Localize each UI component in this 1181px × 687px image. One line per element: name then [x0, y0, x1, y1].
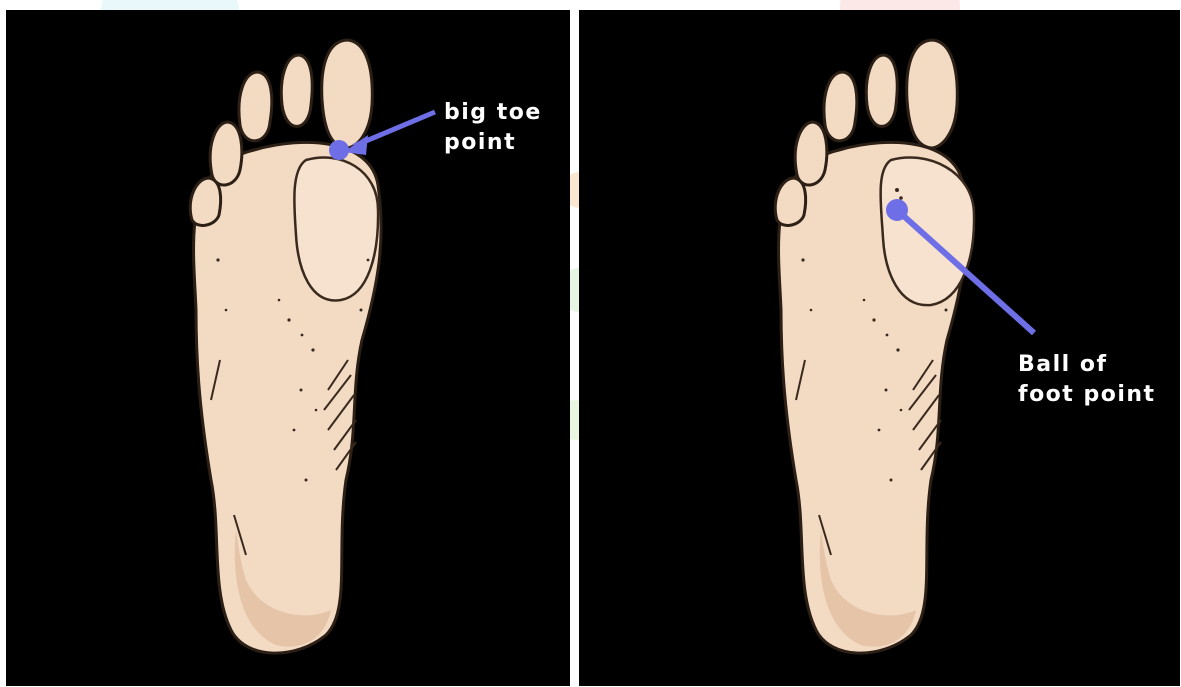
fourth-toe: [210, 122, 242, 185]
label-line-1: big toe: [444, 98, 542, 128]
third-toe: [824, 72, 857, 141]
point-dot: [329, 140, 349, 160]
right-panel: Ball of foot point: [579, 10, 1180, 686]
little-toe: [190, 178, 220, 225]
right-foot-illustration: [579, 10, 1180, 686]
little-toe: [775, 178, 805, 225]
label-line-2: foot point: [1018, 380, 1156, 410]
point-dot: [886, 199, 908, 221]
left-panel: big toe point: [6, 10, 570, 686]
foot-ball-pad: [294, 157, 378, 300]
big-toe: [907, 40, 958, 148]
second-toe: [866, 55, 897, 126]
big-toe-point-label: big toe point: [444, 98, 542, 158]
label-line-1: Ball of: [1018, 350, 1156, 380]
ball-of-foot-point-label: Ball of foot point: [1018, 350, 1156, 410]
fourth-toe: [795, 122, 827, 185]
big-toe: [322, 40, 373, 148]
third-toe: [239, 72, 272, 141]
second-toe: [281, 55, 312, 126]
label-line-2: point: [444, 128, 542, 158]
foot-ball-pad: [881, 157, 974, 305]
